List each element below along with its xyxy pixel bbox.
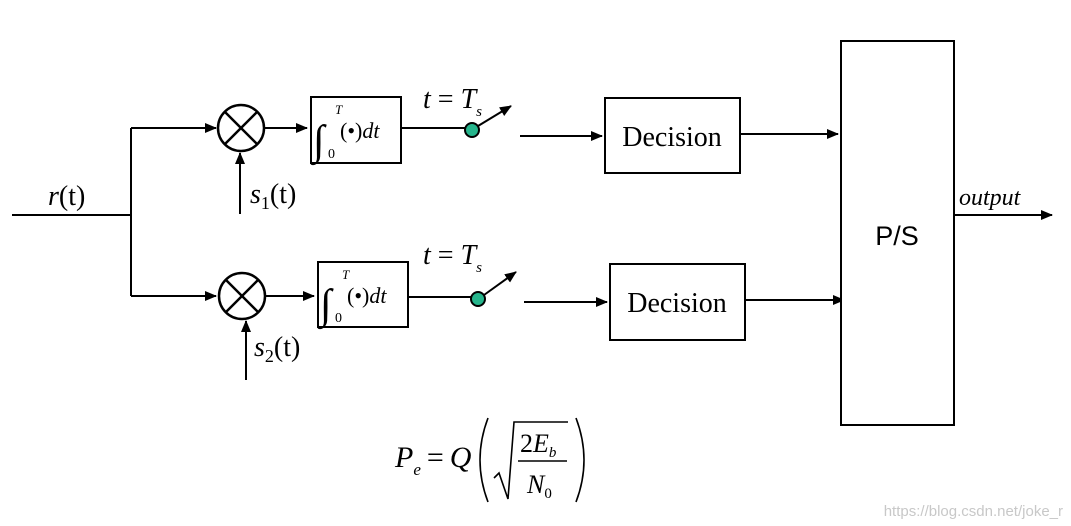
integral-sign-1: ∫	[310, 118, 327, 166]
decision-1-label: Decision	[622, 122, 722, 153]
decision-2-label: Decision	[627, 288, 727, 319]
integrator-1-body: (•)dt	[340, 118, 380, 143]
integrator-2	[317, 261, 409, 328]
integrator-2-body: (•)dt	[347, 283, 387, 308]
formula-lhs: Pe=Q	[394, 441, 472, 479]
integrator-2-lower: 0	[335, 311, 342, 326]
formula-denominator: N0	[526, 470, 552, 502]
multiplier-2-icon	[217, 271, 267, 321]
branch-1: s1(t) ∫ T 0 (•)dt t = Ts Decision	[131, 84, 839, 214]
ref-label-1: s1(t)	[250, 179, 296, 213]
switch-2-arm	[483, 271, 517, 296]
output-label: output	[959, 185, 1022, 211]
sample-label-2: t = Ts	[423, 240, 482, 276]
switch-1-contact	[464, 122, 480, 138]
sample-label-1: t = Ts	[423, 84, 482, 120]
ber-formula: Pe=Q 2Eb N0	[394, 417, 585, 503]
integrator-1-upper: T	[335, 102, 343, 117]
formula-right-paren	[575, 417, 585, 503]
input-label: r(t)	[48, 181, 85, 212]
formula-numerator: 2Eb	[520, 429, 557, 461]
branch-2: s2(t) ∫ T 0 (•)dt t = Ts Decision	[131, 240, 845, 380]
ps-block	[840, 40, 955, 426]
formula-sqrt-sign	[493, 421, 568, 500]
ps-label: P/S	[875, 221, 919, 251]
integrator-1-lower: 0	[328, 147, 335, 162]
integrator-2-upper: T	[342, 267, 350, 282]
integrator-1	[310, 96, 402, 164]
ref-label-2: s2(t)	[254, 332, 300, 366]
input-signal: r(t)	[12, 181, 131, 216]
switch-2-contact	[470, 291, 486, 307]
formula-left-paren	[479, 417, 489, 503]
watermark: https://blog.csdn.net/joke_r	[883, 503, 1063, 520]
switch-1-arm	[477, 105, 512, 127]
multiplier-1-icon	[216, 103, 266, 153]
decision-2	[609, 263, 746, 341]
integral-sign-2: ∫	[317, 282, 334, 330]
decision-1	[604, 97, 741, 174]
